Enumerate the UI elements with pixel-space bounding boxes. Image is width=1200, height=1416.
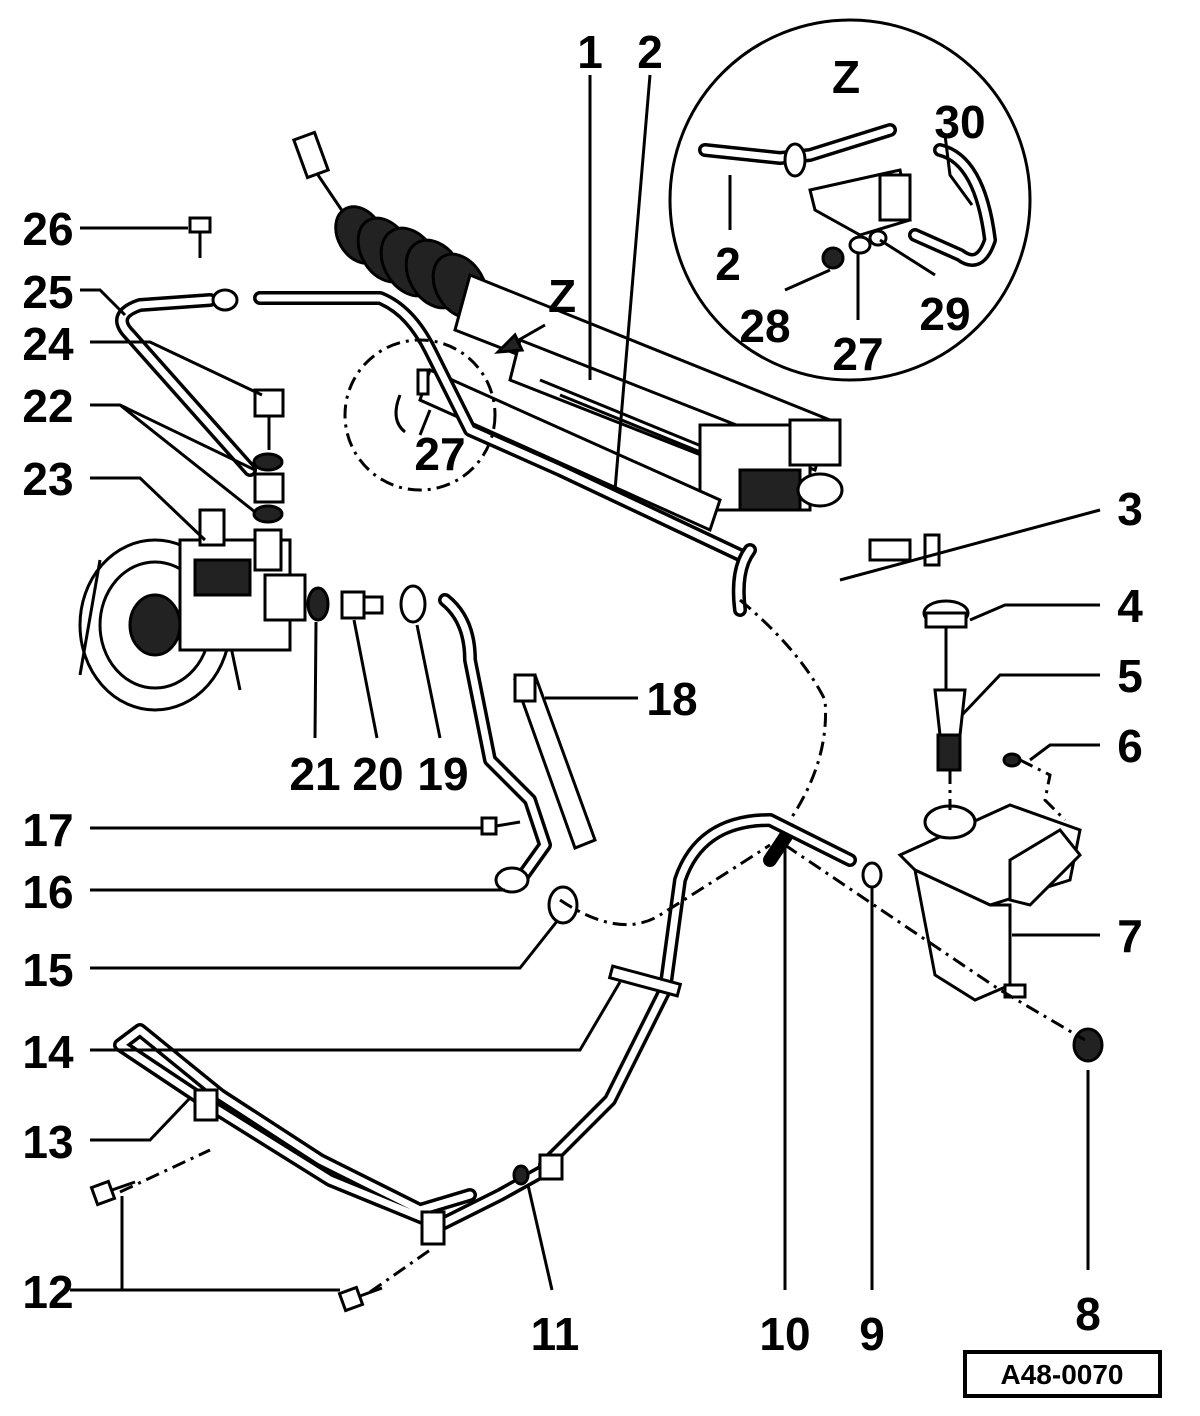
union-20 xyxy=(340,590,384,620)
seal-19 xyxy=(399,584,427,624)
callout-3: 3 xyxy=(1117,483,1143,535)
callout-12: 12 xyxy=(22,1266,73,1318)
rack-z-label: Z xyxy=(548,270,576,322)
callout-17: 17 xyxy=(22,804,73,856)
callout-14: 14 xyxy=(22,1026,74,1078)
callout-16: 16 xyxy=(22,866,73,918)
reference-box: A48-0070 xyxy=(963,1350,1162,1398)
reservoir-cap-4 xyxy=(922,599,970,690)
assembly-line-grommet xyxy=(784,843,1086,1042)
bolts-12 xyxy=(89,1179,383,1313)
hose-clip xyxy=(607,964,683,998)
grommet-8 xyxy=(1072,1027,1104,1063)
detail-z-title: Z xyxy=(832,51,860,103)
detail-callout-27: 27 xyxy=(832,328,883,380)
banjo-bolt-24 xyxy=(252,388,285,524)
bracket-18 xyxy=(513,673,597,850)
power-steering-pump xyxy=(78,508,307,712)
suction-hose-16 xyxy=(438,593,552,894)
callout-7: 7 xyxy=(1117,910,1143,962)
callouts: 1 2 3 4 5 6 7 8 9 10 11 12 13 14 15 16 1… xyxy=(22,26,1143,1360)
callout-26: 26 xyxy=(22,203,73,255)
callout-22: 22 xyxy=(22,380,73,432)
leader-lines xyxy=(70,74,1101,1292)
detail-z-marker xyxy=(343,338,497,492)
rack-boot xyxy=(334,205,489,320)
assembly-line-return xyxy=(739,598,828,821)
bolt-17 xyxy=(480,816,521,836)
detail-callout-2: 2 xyxy=(715,238,741,290)
detail-callout-30: 30 xyxy=(934,96,985,148)
pressure-line-25 xyxy=(115,288,747,562)
callout-4: 4 xyxy=(1117,580,1143,632)
fitting-3 xyxy=(868,533,941,567)
callout-19: 19 xyxy=(417,748,468,800)
callout-1: 1 xyxy=(577,26,603,78)
callout-15: 15 xyxy=(22,944,73,996)
clamp-15 xyxy=(547,885,579,925)
return-line-10 xyxy=(538,543,857,1172)
detail-callout-29: 29 xyxy=(919,288,970,340)
callout-21: 21 xyxy=(289,748,340,800)
callout-13: 13 xyxy=(22,1116,73,1168)
bolt-26 xyxy=(188,216,212,258)
fluid-reservoir-7 xyxy=(897,803,1083,1002)
clip-27-on-rack xyxy=(394,368,430,434)
callout-18: 18 xyxy=(646,673,697,725)
filter-5 xyxy=(933,688,967,772)
callout-9: 9 xyxy=(859,1308,885,1360)
detail-callout-28: 28 xyxy=(739,300,790,352)
assembly-line-suction xyxy=(559,843,771,927)
detail-view-z: Z 2 27 28 29 30 xyxy=(668,18,1032,382)
clamp-9 xyxy=(861,861,883,889)
callout-24: 24 xyxy=(22,318,74,370)
cooling-line-14 xyxy=(113,1023,564,1246)
callout-10: 10 xyxy=(759,1308,810,1360)
callout-20: 20 xyxy=(352,748,403,800)
callout-8: 8 xyxy=(1075,1288,1101,1340)
callout-2: 2 xyxy=(637,26,663,78)
assembly-line-bolts xyxy=(119,1148,211,1194)
reference-code: A48-0070 xyxy=(1001,1359,1124,1390)
callout-27: 27 xyxy=(414,428,465,480)
screw-6 xyxy=(1002,752,1022,768)
callout-5: 5 xyxy=(1117,650,1143,702)
callout-25: 25 xyxy=(22,266,73,318)
callout-11: 11 xyxy=(531,1308,580,1360)
assembly-line-bolts-lower xyxy=(369,1248,431,1294)
washer-21 xyxy=(306,586,330,622)
callout-23: 23 xyxy=(22,453,73,505)
clip-11 xyxy=(512,1164,530,1186)
callout-6: 6 xyxy=(1117,720,1143,772)
